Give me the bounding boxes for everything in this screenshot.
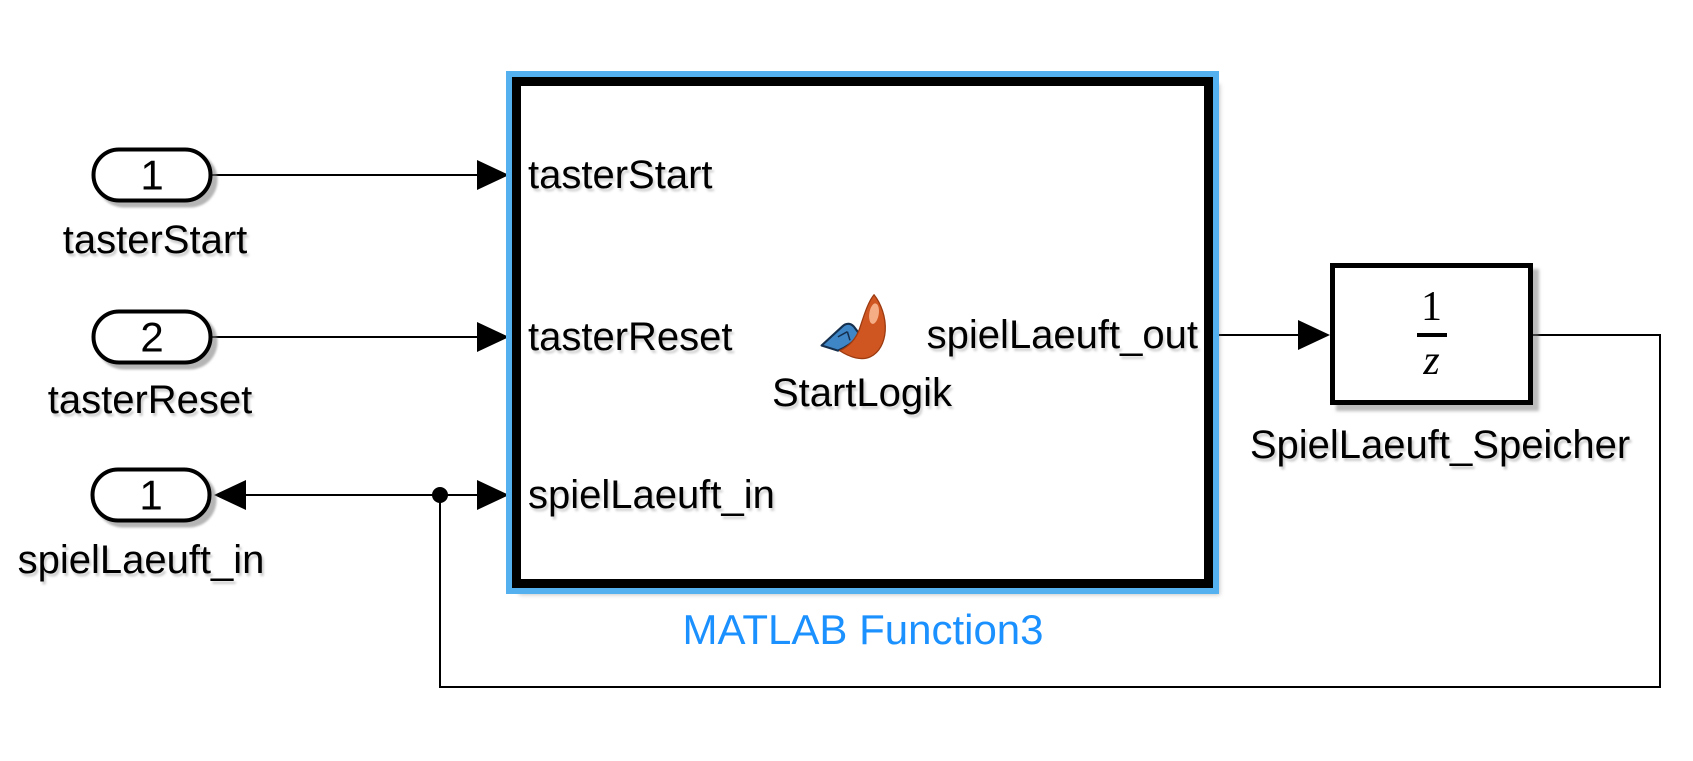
inport-block-2[interactable]: 2	[91, 309, 213, 365]
outport-1-label[interactable]: spielLaeuft_in	[17, 538, 265, 582]
branch-dot	[432, 487, 448, 503]
arrowhead-into-unitdelay	[1298, 320, 1330, 350]
unit-delay-denominator: z	[1423, 337, 1440, 384]
function-port-out-spielLaeuft-out: spielLaeuft_out	[926, 313, 1198, 357]
inport-1-label[interactable]: tasterStart	[62, 218, 248, 262]
arrowhead-into-outport	[214, 480, 246, 510]
function-port-in-spielLaeuft-in: spielLaeuft_in	[528, 473, 775, 517]
matlab-function-block-label[interactable]: MATLAB Function3	[682, 605, 1044, 653]
inport-1-number: 1	[140, 151, 164, 198]
unit-delay-numerator: 1	[1421, 284, 1442, 331]
function-name: StartLogik	[771, 371, 953, 415]
arrowhead-into-function-in1	[477, 160, 509, 190]
unit-delay-fraction-bar	[1416, 332, 1447, 337]
unit-delay-block[interactable]: 1 z	[1330, 263, 1533, 405]
inport-2-number: 2	[140, 313, 164, 360]
arrowhead-into-function-in2	[477, 322, 509, 352]
inport-2-label[interactable]: tasterReset	[47, 378, 253, 422]
arrowhead-into-function-in3	[477, 480, 509, 510]
function-port-in-tasterStart: tasterStart	[528, 153, 713, 197]
function-port-in-tasterReset: tasterReset	[528, 315, 733, 359]
outport-block-1[interactable]: 1	[90, 467, 212, 523]
inport-block-1[interactable]: 1	[91, 147, 213, 203]
matlab-logo-icon	[820, 294, 886, 360]
outport-1-number: 1	[139, 471, 163, 518]
unit-delay-label[interactable]: SpielLaeuft_Speicher	[1249, 423, 1631, 467]
wire-feedback-loop[interactable]	[439, 334, 1661, 688]
